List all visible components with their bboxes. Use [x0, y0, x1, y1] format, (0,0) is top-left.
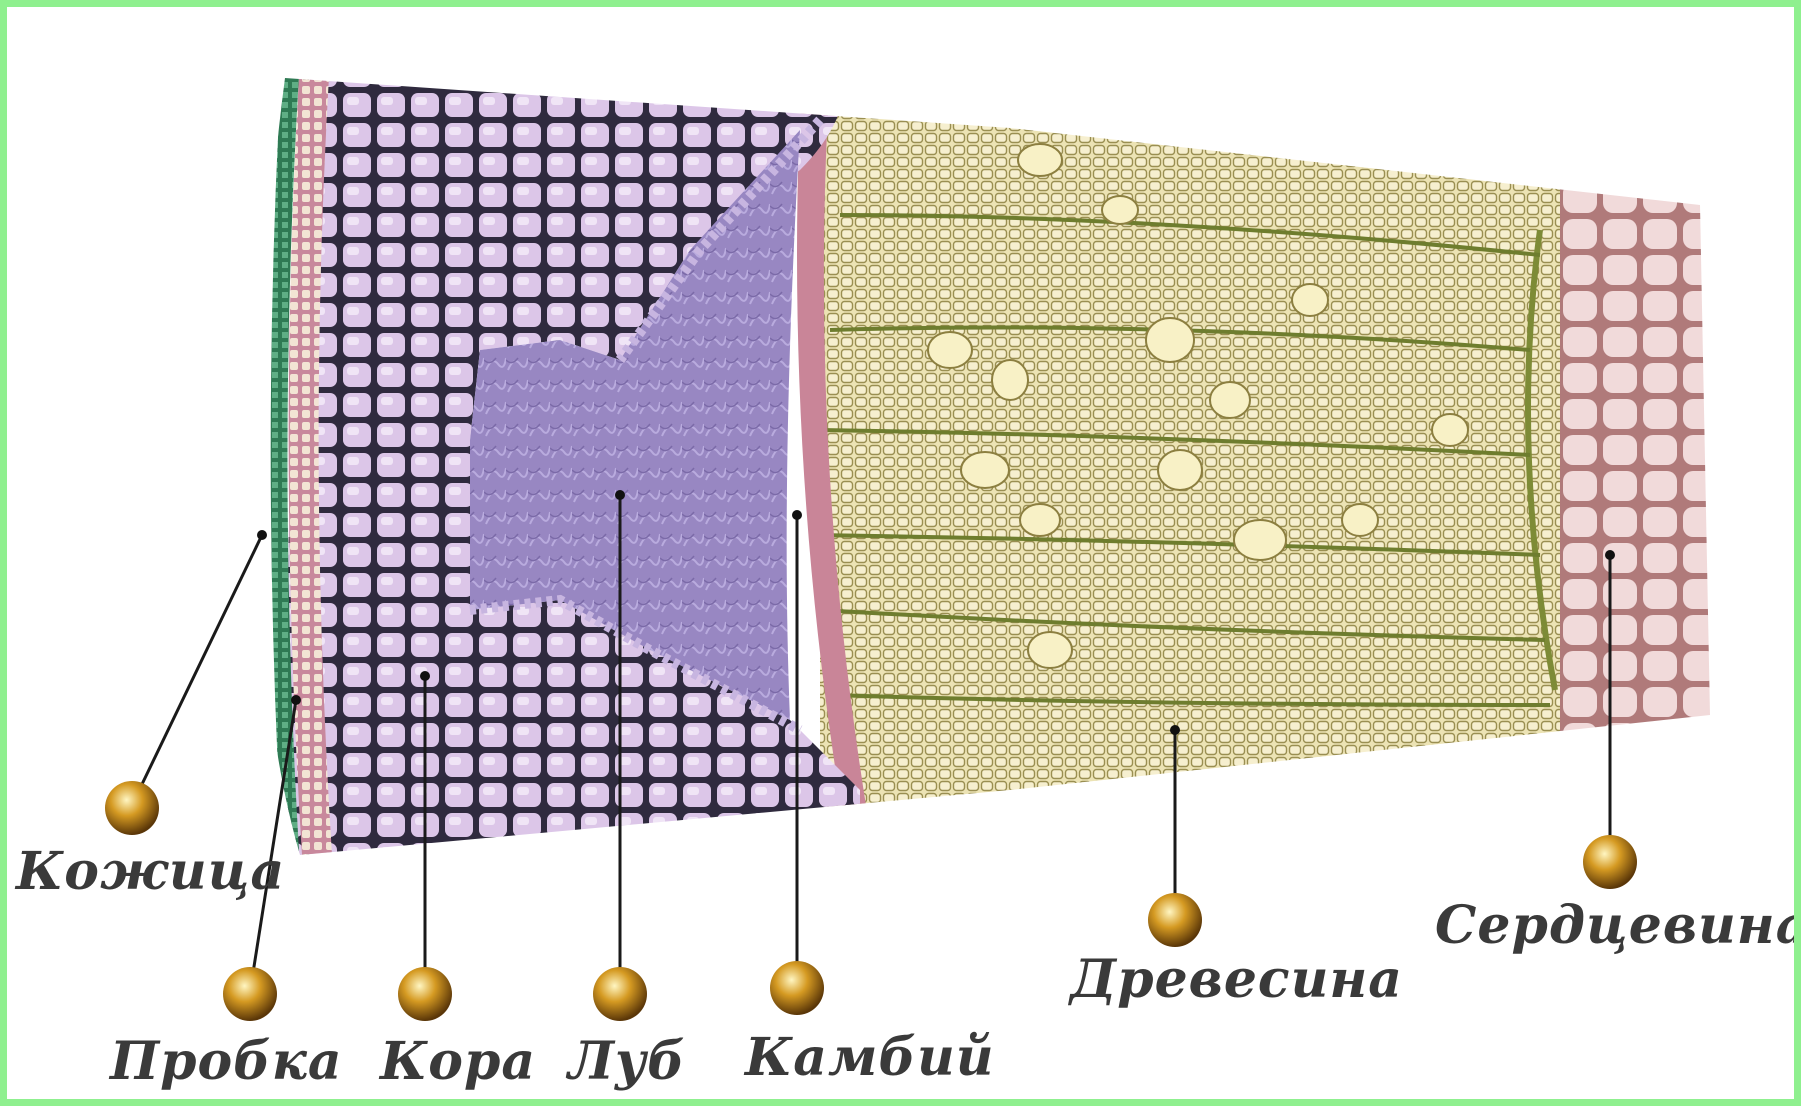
marker-kambiy: [770, 961, 824, 1015]
marker-probka: [223, 967, 277, 1021]
marker-serdtsevina: [1583, 835, 1637, 889]
pith-region: [1560, 60, 1730, 880]
label-drevesina: Древесина: [1070, 954, 1403, 1006]
marker-lub: [593, 967, 647, 1021]
label-probka: Пробка: [110, 1036, 343, 1088]
stem-tissue: [271, 60, 1730, 900]
label-kora: Кора: [380, 1036, 536, 1088]
leader-line-kozhitsa: [132, 535, 262, 805]
label-serdtsevina: Сердцевина: [1435, 900, 1801, 952]
label-kambiy: Камбий: [745, 1032, 995, 1084]
marker-kora: [398, 967, 452, 1021]
marker-kozhitsa: [105, 781, 159, 835]
label-kozhitsa: Кожица: [16, 846, 285, 898]
marker-drevesina: [1148, 893, 1202, 947]
label-lub: Луб: [568, 1036, 686, 1088]
